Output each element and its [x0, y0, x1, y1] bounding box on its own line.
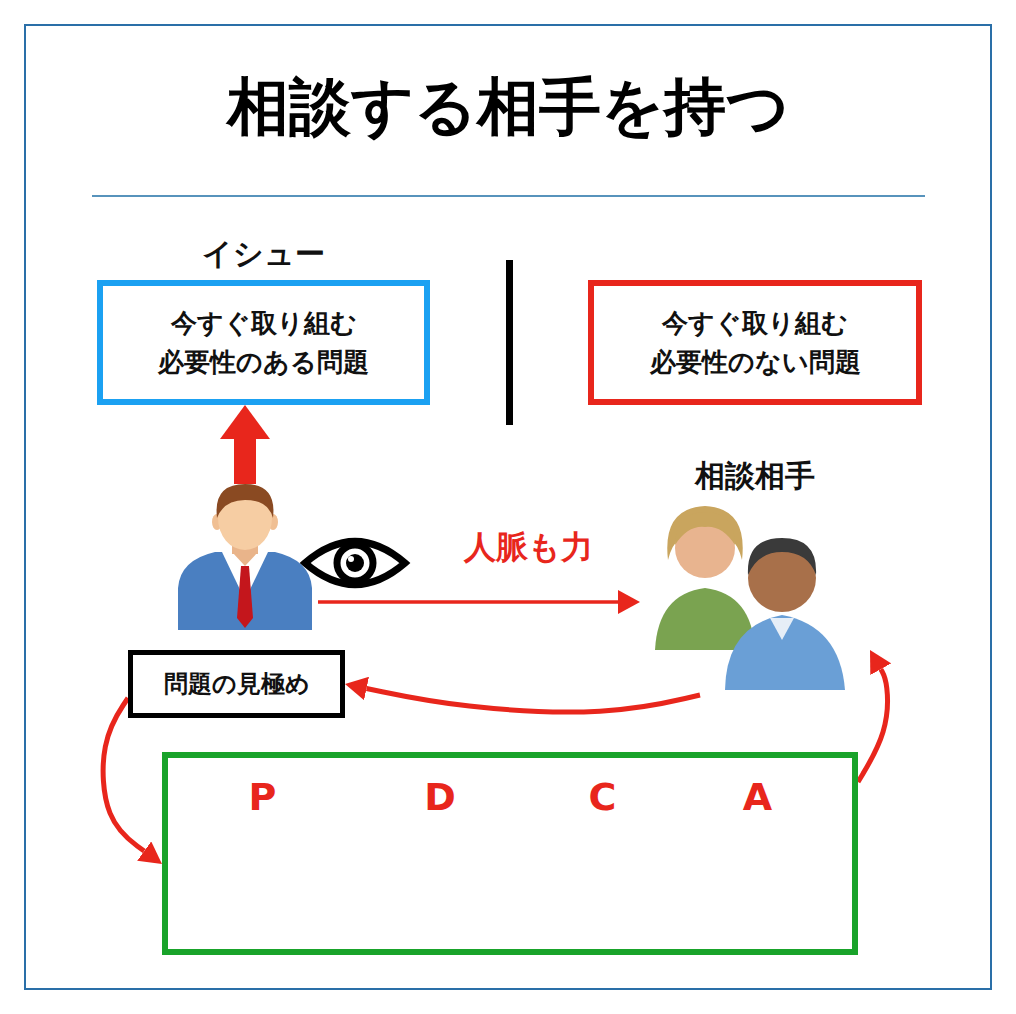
- node-frame: C: [540, 772, 665, 942]
- node-frame: [172, 484, 318, 630]
- advisors-icon: [655, 506, 845, 690]
- person-node: [172, 484, 318, 630]
- node-text: D: [424, 776, 456, 820]
- node-text: A: [743, 776, 772, 820]
- advisor-node: 相談相手: [640, 455, 870, 695]
- edge-label: 人脈も力: [460, 526, 597, 570]
- node-frame: 相談相手: [640, 455, 870, 695]
- node-frame: 今すぐ取り組む 必要性のある問題: [97, 280, 430, 405]
- node-text: 問題の見極め: [164, 666, 310, 702]
- divider: [506, 260, 513, 425]
- title-rule: [92, 195, 925, 197]
- node-heading: イシュー: [97, 228, 430, 280]
- node-frame: P: [200, 772, 325, 942]
- person-icon: [178, 484, 312, 630]
- node-text: 相談相手: [695, 459, 815, 494]
- title: 相談する相手を持つ: [0, 70, 1016, 144]
- node-text: P: [249, 776, 277, 820]
- pdca-step: C: [540, 772, 665, 942]
- node-frame: 問題の見極め: [128, 650, 345, 718]
- eye-icon: [305, 542, 405, 585]
- connector-arrow: [367, 688, 700, 711]
- connector-arrow: [858, 669, 887, 782]
- pdca-step: D: [380, 772, 500, 942]
- connector-arrow: [234, 439, 256, 484]
- node-frame: A: [700, 772, 815, 942]
- node-text: 今すぐ取り組む 必要性のない問題: [604, 304, 906, 382]
- node-frame: 今すぐ取り組む 必要性のない問題: [588, 280, 922, 405]
- connector-arrow: [103, 698, 144, 851]
- node-text: C: [589, 776, 617, 820]
- pdca-box: PDCA: [162, 752, 858, 955]
- issue-box: イシュー今すぐ取り組む 必要性のある問題: [97, 228, 430, 405]
- node-frame: D: [380, 772, 500, 942]
- outer-frame: [25, 25, 991, 989]
- judgement-box: 問題の見極め: [128, 650, 345, 718]
- pdca-step: A: [700, 772, 815, 942]
- node-text: 今すぐ取り組む 必要性のある問題: [113, 304, 414, 382]
- non-issue-box: 今すぐ取り組む 必要性のない問題: [588, 280, 922, 405]
- connector-arrow: [318, 600, 618, 604]
- pdca-step: P: [200, 772, 325, 942]
